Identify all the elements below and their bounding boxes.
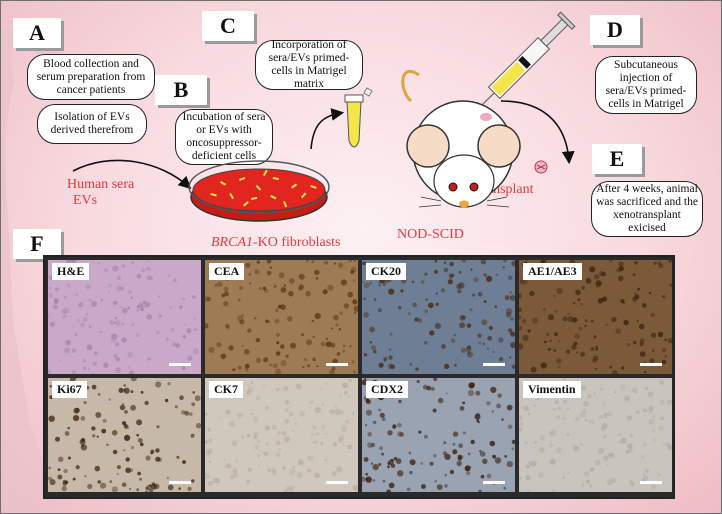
- scale-bar: [169, 363, 191, 366]
- scale-bar: [483, 481, 505, 484]
- ihc-tile: Ki67: [48, 378, 201, 492]
- step-a2-bubble: Isolation of EVs derived therefrom: [37, 104, 147, 144]
- human-sera-label: Human sera EVs: [67, 177, 134, 209]
- scale-bar: [640, 481, 662, 484]
- stain-label: AE1/AE3: [523, 263, 582, 280]
- ihc-tile: CK20: [362, 260, 515, 374]
- mouse-strain-label: NOD-SCID: [397, 227, 464, 242]
- stain-label: CK20: [366, 263, 406, 280]
- ihc-texture: [48, 260, 199, 374]
- stain-label: H&E: [52, 263, 90, 280]
- scale-bar: [326, 481, 348, 484]
- evs-text: EVs: [73, 193, 98, 208]
- ihc-tile: H&E: [48, 260, 201, 374]
- ihc-texture: [362, 378, 515, 492]
- brca1-ko-label: BRCA1-KO fibroblasts: [211, 235, 341, 251]
- stain-label: Ki67: [52, 381, 87, 398]
- step-a1-bubble: Blood collection and serum preparation f…: [27, 54, 155, 100]
- scale-bar: [640, 363, 662, 366]
- arrow-mouse-to-xenotransplant: [500, 100, 575, 165]
- test-tube: [344, 87, 373, 148]
- ihc-tile: CDX2: [362, 378, 515, 492]
- scale-bar: [326, 363, 348, 366]
- panel-label-f: F: [13, 229, 61, 259]
- ihc-texture: [48, 378, 201, 492]
- brca1-gene-text: BRCA1: [211, 235, 253, 250]
- petri-dish: [188, 160, 330, 222]
- stain-label: CK7: [209, 381, 243, 398]
- panel-label-d: D: [590, 15, 640, 45]
- stain-label: CEA: [209, 263, 245, 280]
- brca1-suffix-text: -KO fibroblasts: [253, 235, 341, 250]
- step-b-bubble: Incubation of sera or EVs with oncosuppr…: [175, 109, 273, 165]
- stain-label: Vimentin: [523, 381, 581, 398]
- mouse-illustration: [401, 69, 521, 208]
- xenotransplant-icon: [534, 160, 548, 174]
- stain-label: CDX2: [366, 381, 408, 398]
- human-sera-text: Human sera: [67, 177, 135, 192]
- ihc-texture: [205, 260, 358, 374]
- arrow-sera-to-dish: [72, 159, 192, 190]
- ihc-texture: [205, 378, 358, 492]
- scale-bar: [169, 481, 191, 484]
- ihc-texture: [362, 260, 515, 371]
- arrow-dish-to-tube: [310, 108, 345, 150]
- panel-label-c: C: [202, 11, 254, 41]
- ihc-tile: Vimentin: [519, 378, 672, 492]
- panel-label-e: E: [592, 144, 642, 174]
- scale-bar: [483, 363, 505, 366]
- step-d-bubble: Subcutaneous injection of sera/EVs prime…: [595, 56, 697, 114]
- syringe: [471, 11, 576, 116]
- ihc-tile: AE1/AE3: [519, 260, 672, 374]
- panel-label-b: B: [155, 75, 207, 105]
- panel-label-a: A: [13, 18, 61, 48]
- ihc-tile: CEA: [205, 260, 358, 374]
- step-c-bubble: Incorporation of sera/EVs primed-cells i…: [255, 39, 363, 90]
- step-e-bubble: After 4 weeks, animal was sacrificed and…: [591, 181, 703, 237]
- ihc-texture: [519, 260, 672, 374]
- ihc-tile: CK7: [205, 378, 358, 492]
